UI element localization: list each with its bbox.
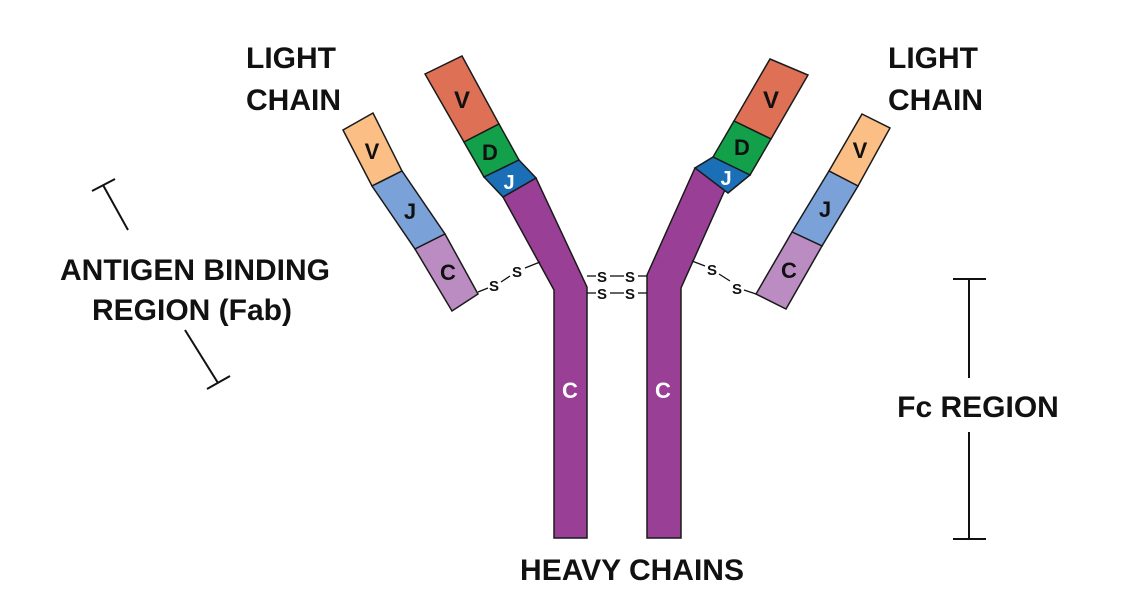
light-right-v-letter: V: [853, 138, 868, 163]
heavy-left-j-segment: [482, 159, 538, 198]
light-chain-right-label-line1: LIGHT: [888, 42, 978, 75]
light-left-c-letter: C: [440, 260, 456, 285]
light-left-v-letter: V: [365, 139, 380, 164]
light-chain-left: [342, 111, 479, 313]
sulfur-atom: S: [512, 264, 522, 281]
light-left-c-segment: [413, 233, 479, 313]
fc-region-bracket: [953, 278, 986, 540]
sulfur-atom: S: [489, 278, 499, 295]
sulfur-atom: S: [732, 281, 742, 298]
disulfide-bond-hinge-upper: S S: [587, 269, 647, 286]
heavy-chain-right-constant: [646, 167, 729, 539]
heavy-chain-right-variable: [693, 58, 810, 194]
light-chain-right-label-line2: CHAIN: [888, 84, 983, 117]
light-chain-right: [754, 113, 892, 310]
heavy-chain-left-variable: [423, 55, 538, 198]
heavy-left-c-letter: C: [562, 378, 578, 403]
disulfide-bonds: S S S S S S S S: [477, 260, 757, 303]
sulfur-atom: S: [707, 262, 717, 279]
disulfide-bond-left-light: S S: [477, 261, 541, 295]
light-chain-left-label-line1: LIGHT: [246, 42, 336, 75]
heavy-left-v-letter: V: [454, 87, 470, 114]
segment-letters: V D J C V D J C V J C V J C: [365, 87, 868, 403]
fc-region-label: Fc REGION: [897, 391, 1059, 424]
heavy-left-j-letter: J: [503, 172, 514, 194]
sulfur-atom: S: [625, 286, 635, 303]
sulfur-atom: S: [597, 286, 607, 303]
heavy-right-d-letter: D: [734, 135, 750, 160]
disulfide-bond-hinge-lower: S S: [587, 286, 647, 303]
heavy-left-d-letter: D: [482, 140, 498, 165]
sulfur-atom: S: [597, 269, 607, 286]
heavy-right-j-segment: [693, 156, 752, 194]
light-left-j-letter: J: [404, 199, 416, 224]
heavy-chain-left-constant: [501, 176, 588, 539]
heavy-chains-label: HEAVY CHAINS: [520, 554, 744, 587]
light-right-c-segment: [754, 231, 824, 310]
light-right-c-letter: C: [781, 258, 797, 283]
light-chain-left-label-line2: CHAIN: [246, 84, 341, 117]
disulfide-bond-right-light: S S: [691, 260, 757, 298]
light-right-j-letter: J: [819, 197, 831, 222]
heavy-right-v-letter: V: [763, 87, 779, 114]
heavy-right-c-letter: C: [655, 378, 671, 403]
antigen-binding-label-line2: REGION (Fab): [92, 294, 292, 327]
fab-region-bracket: [91, 178, 231, 390]
antigen-binding-label-line1: ANTIGEN BINDING: [60, 254, 330, 287]
sulfur-atom: S: [625, 269, 635, 286]
heavy-right-j-letter: J: [720, 168, 731, 190]
